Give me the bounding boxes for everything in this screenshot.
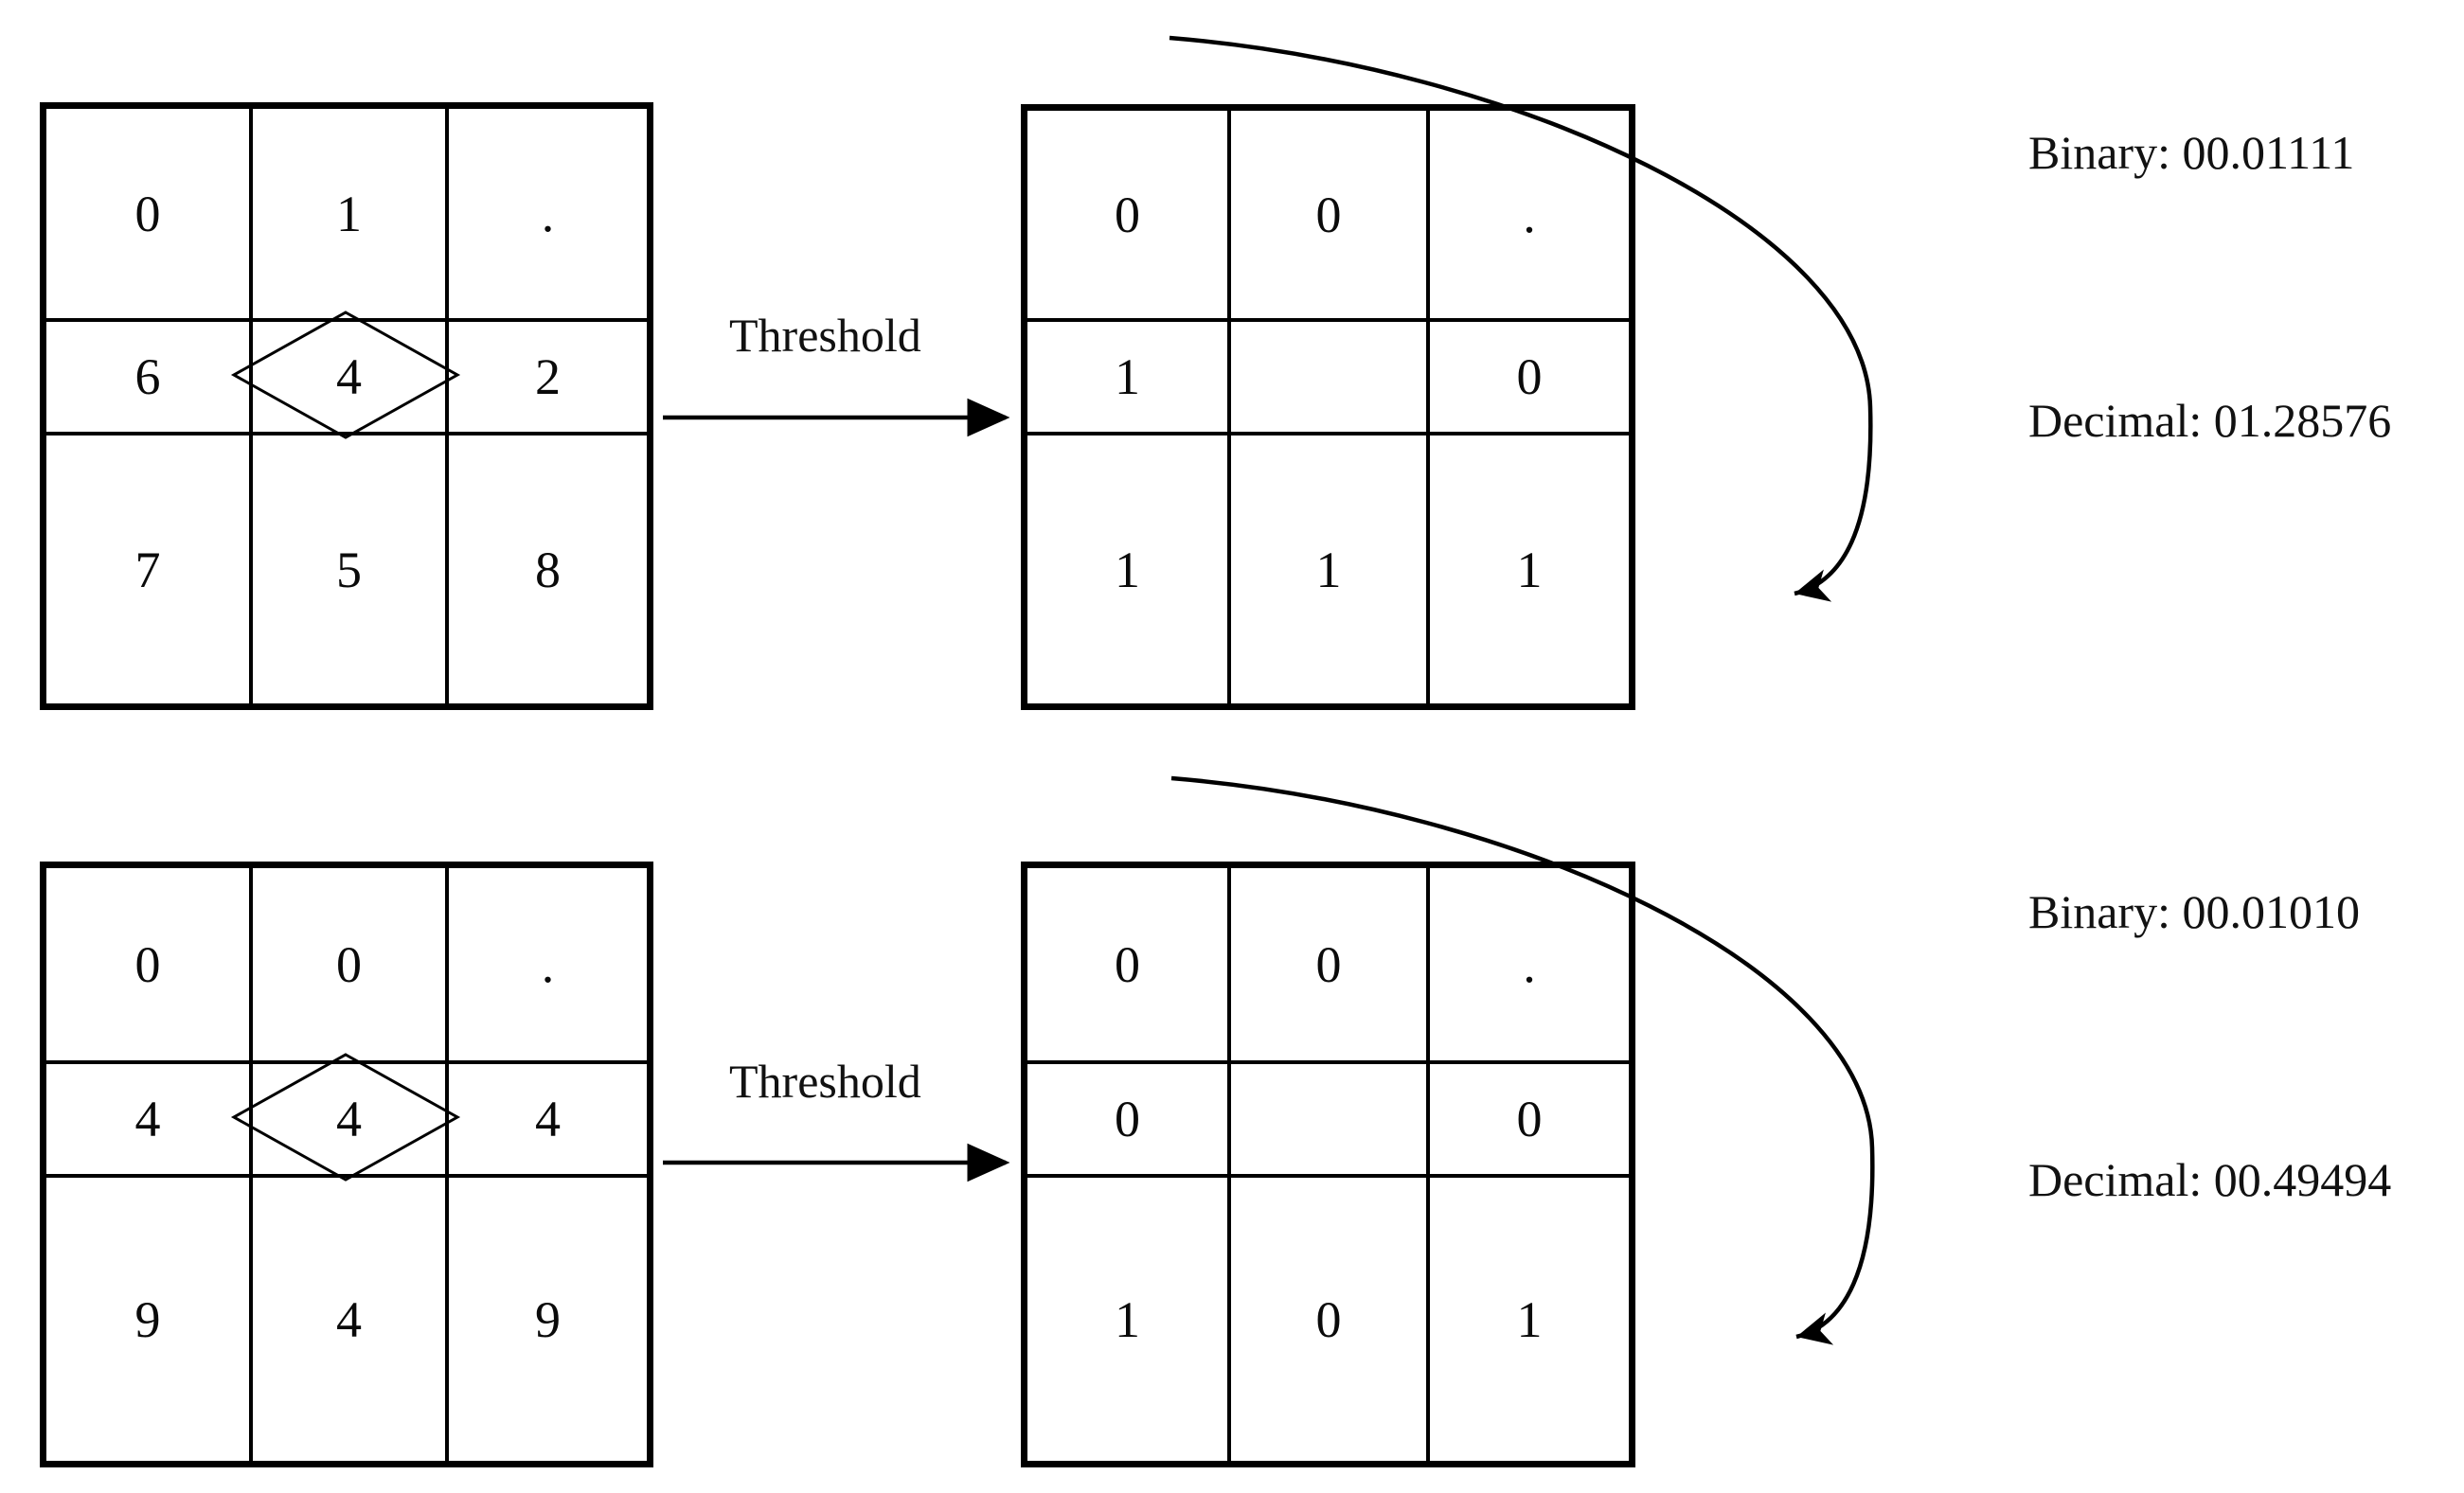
grid-cell: 1 (1315, 541, 1342, 598)
grid-cell: . (1523, 186, 1536, 243)
grid-cell: 4 (336, 1290, 362, 1348)
bottom-result-grid: 0 0 . 0 0 1 0 1 (1021, 862, 1635, 1467)
grid-cell: 0 (336, 935, 362, 993)
grid-cell-center: 4 (336, 348, 362, 405)
grid-cell: . (541, 185, 555, 242)
top-threshold-label: Threshold (729, 309, 921, 362)
grid-cell: 0 (1516, 1091, 1543, 1147)
top-binary-label: Binary: 00.01111 (2028, 126, 2355, 179)
grid-cell: 8 (535, 541, 561, 598)
grid-cell: 1 (1516, 541, 1543, 598)
grid-cell: 4 (535, 1091, 561, 1147)
grid-cell: . (1523, 935, 1536, 993)
grid-cell: 0 (134, 935, 161, 993)
bottom-threshold-label: Threshold (729, 1055, 921, 1108)
grid-cell: 1 (1115, 1290, 1140, 1348)
top-decimal-label: Decimal: 01.28576 (2028, 394, 2392, 447)
grid-cell: 9 (535, 1290, 561, 1348)
grid-cell: 0 (1315, 186, 1342, 243)
grid-cell: . (541, 935, 555, 993)
grid-cell: 2 (535, 348, 561, 405)
grid-cell: 1 (1115, 348, 1140, 405)
grid-cell: 4 (134, 1091, 161, 1147)
grid-cell: 0 (134, 185, 161, 242)
grid-cell: 0 (1115, 935, 1140, 993)
grid-cell: 0 (1315, 935, 1342, 993)
top-result-grid: 0 0 . 1 0 1 1 1 (1021, 104, 1635, 710)
bottom-decimal-label: Decimal: 00.49494 (2028, 1153, 2392, 1206)
grid-cell: 0 (1115, 186, 1140, 243)
top-source-grid: 0 1 . 6 4 2 7 5 8 (40, 102, 653, 710)
bottom-binary-label: Binary: 00.01010 (2028, 885, 2360, 938)
grid-cell: 0 (1315, 1290, 1342, 1348)
grid-cell: 1 (336, 185, 362, 242)
grid-cell-center (1231, 322, 1426, 432)
grid-cell: 1 (1516, 1290, 1543, 1348)
grid-cell-center: 4 (336, 1091, 362, 1147)
grid-cell-center (1231, 1064, 1426, 1174)
grid-cell: 5 (336, 541, 362, 598)
grid-cell: 0 (1516, 348, 1543, 405)
grid-cell: 0 (1115, 1091, 1140, 1147)
grid-cell: 6 (134, 348, 161, 405)
bottom-source-grid: 0 0 . 4 4 4 9 4 9 (40, 862, 653, 1467)
grid-cell: 9 (134, 1290, 161, 1348)
grid-cell: 1 (1115, 541, 1140, 598)
grid-cell: 7 (134, 541, 161, 598)
